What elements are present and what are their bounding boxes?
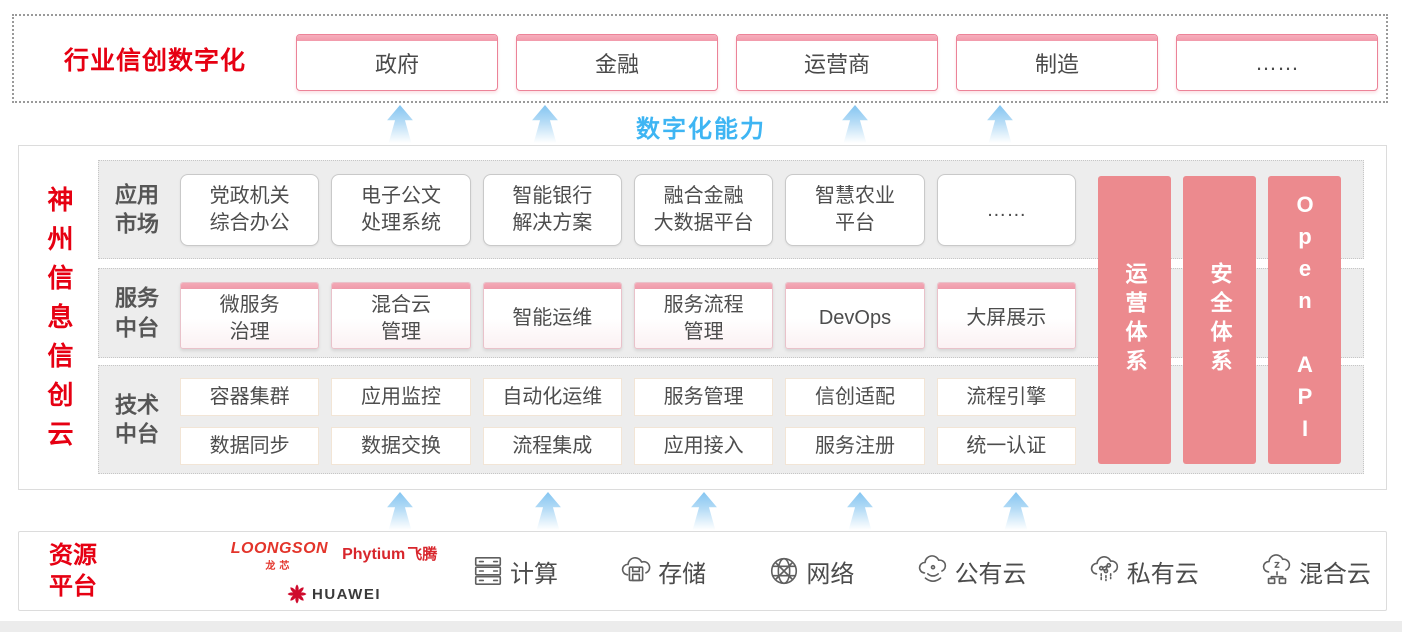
industry-banner-title: 行业信创数字化 (64, 46, 247, 75)
industry-box-government: 政府 (296, 34, 498, 91)
industry-box-manufacturing: 制造 (956, 34, 1158, 91)
pillar-open-api: Open API (1268, 176, 1341, 464)
bottom-strip (0, 621, 1402, 632)
section-label-app-market: 应用 市场 (115, 181, 160, 237)
resource-item-label: 混合云 (1298, 560, 1371, 588)
loongson-chinese-label: 龙芯 (265, 561, 294, 572)
tech-box: 信创适配 (785, 378, 925, 416)
app-market-grid: 党政机关 综合办公 电子公文 处理系统 智能银行 解决方案 融合金融 大数据平台… (180, 174, 1076, 246)
tech-box: 数据同步 (180, 427, 320, 465)
pillar-security-system: 安全体系 (1183, 176, 1256, 464)
service-platform-grid: 微服务 治理 混合云 管理 智能运维 服务流程 管理 DevOps 大屏展示 (180, 282, 1076, 349)
resource-item-network: 网络 (767, 554, 854, 589)
resource-item-label: 公有云 (954, 560, 1027, 588)
up-arrow-icon (387, 492, 413, 530)
up-arrow-icon (691, 492, 717, 530)
section-label-tech-platform: 技术 中台 (115, 391, 160, 447)
app-box-more: …… (936, 174, 1076, 246)
tech-platform-grid: 容器集群 应用监控 自动化运维 服务管理 信创适配 流程引擎 数据同步 数据交换… (180, 378, 1076, 465)
section-tech-platform: 技术 中台 容器集群 应用监控 自动化运维 服务管理 信创适配 流程引擎 数据同… (98, 365, 1364, 474)
section-label-service-platform: 服务 中台 (115, 285, 160, 340)
app-box: 电子公文 处理系统 (331, 174, 471, 246)
service-box: DevOps (785, 282, 925, 349)
storage-icon (622, 556, 651, 582)
phytium-chinese-label: 飞腾 (407, 546, 438, 563)
industry-box-operator: 运营商 (736, 34, 938, 91)
tech-box: 统一认证 (936, 427, 1076, 465)
industry-banner: 行业信创数字化 政府 金融 运营商 制造 …… (12, 14, 1388, 103)
tech-box: 服务注册 (785, 427, 925, 465)
tech-box: 服务管理 (633, 378, 774, 416)
platform-side-title: 神州信息信创云 (44, 185, 74, 459)
tech-box: 数据交换 (331, 427, 471, 465)
section-service-platform: 服务 中台 微服务 治理 混合云 管理 智能运维 服务流程 管理 DevOps … (98, 268, 1364, 358)
section-app-market: 应用 市场 党政机关 综合办公 电子公文 处理系统 智能银行 解决方案 融合金融… (98, 160, 1364, 259)
huawei-logo: HUAWEI (287, 584, 381, 604)
public-cloud-icon (918, 555, 946, 582)
app-box: 融合金融 大数据平台 (633, 174, 774, 246)
resource-platform-box: 资源 平台 LOONGSON 龙芯 Phytium 飞腾 (18, 531, 1387, 611)
up-arrow-icon (847, 492, 873, 530)
vendor-logos: LOONGSON 龙芯 Phytium 飞腾 (209, 540, 459, 604)
service-box: 大屏展示 (936, 282, 1076, 349)
loongson-wordmark: LOONGSON (230, 540, 329, 557)
resource-item-label: 网络 (806, 560, 855, 588)
huawei-wordmark: HUAWEI (312, 585, 381, 603)
tech-box: 自动化运维 (482, 378, 622, 416)
resource-item-label: 存储 (658, 560, 707, 588)
up-arrow-icon (532, 105, 558, 143)
industry-box-list: 政府 金融 运营商 制造 …… (296, 34, 1378, 91)
resource-item-compute: 计算 (471, 554, 558, 589)
private-cloud-icon (1090, 556, 1118, 582)
up-arrow-icon (387, 105, 413, 143)
resource-item-list: 计算 存储 网络 (471, 532, 1371, 610)
up-arrow-icon (842, 105, 868, 143)
phytium-logo: Phytium 飞腾 (342, 543, 437, 564)
resource-item-label: 计算 (510, 560, 558, 588)
up-arrow-icon (987, 105, 1013, 143)
hybrid-cloud-icon (1262, 554, 1291, 585)
service-box: 智能运维 (482, 282, 622, 349)
capability-label: 数字化能力 (636, 116, 766, 143)
resource-item-public-cloud: 公有云 (916, 554, 1027, 589)
tech-box: 容器集群 (180, 378, 320, 416)
service-box: 混合云 管理 (331, 282, 471, 349)
app-box: 党政机关 综合办公 (180, 174, 320, 246)
resource-item-private-cloud: 私有云 (1088, 554, 1199, 589)
tech-box: 应用监控 (331, 378, 471, 416)
industry-box-more: …… (1176, 34, 1378, 91)
tech-box: 流程集成 (482, 427, 622, 465)
network-icon (771, 557, 798, 585)
industry-box-finance: 金融 (516, 34, 718, 91)
vendor-row: LOONGSON 龙芯 Phytium 飞腾 (231, 540, 437, 572)
phytium-wordmark: Phytium (342, 546, 406, 563)
resource-item-storage: 存储 (619, 554, 706, 589)
resource-item-label: 私有云 (1126, 560, 1199, 588)
pillar-operations-system: 运营体系 (1098, 176, 1171, 464)
app-box: 智能银行 解决方案 (482, 174, 622, 246)
app-box: 智慧农业 平台 (785, 174, 925, 246)
service-box: 服务流程 管理 (633, 282, 774, 349)
compute-icon (474, 556, 502, 586)
up-arrow-icon (535, 492, 561, 530)
resource-item-hybrid-cloud: 混合云 (1260, 554, 1371, 589)
resource-platform-label: 资源 平台 (49, 541, 97, 600)
service-box: 微服务 治理 (180, 282, 320, 349)
huawei-flower-icon (287, 584, 307, 604)
loongson-logo: LOONGSON 龙芯 (231, 540, 328, 572)
platform-main-box: 神州信息信创云 应用 市场 党政机关 综合办公 电子公文 处理系统 智能银行 解… (18, 145, 1387, 490)
up-arrow-icon (1003, 492, 1029, 530)
tech-box: 应用接入 (633, 427, 774, 465)
tech-box: 流程引擎 (936, 378, 1076, 416)
